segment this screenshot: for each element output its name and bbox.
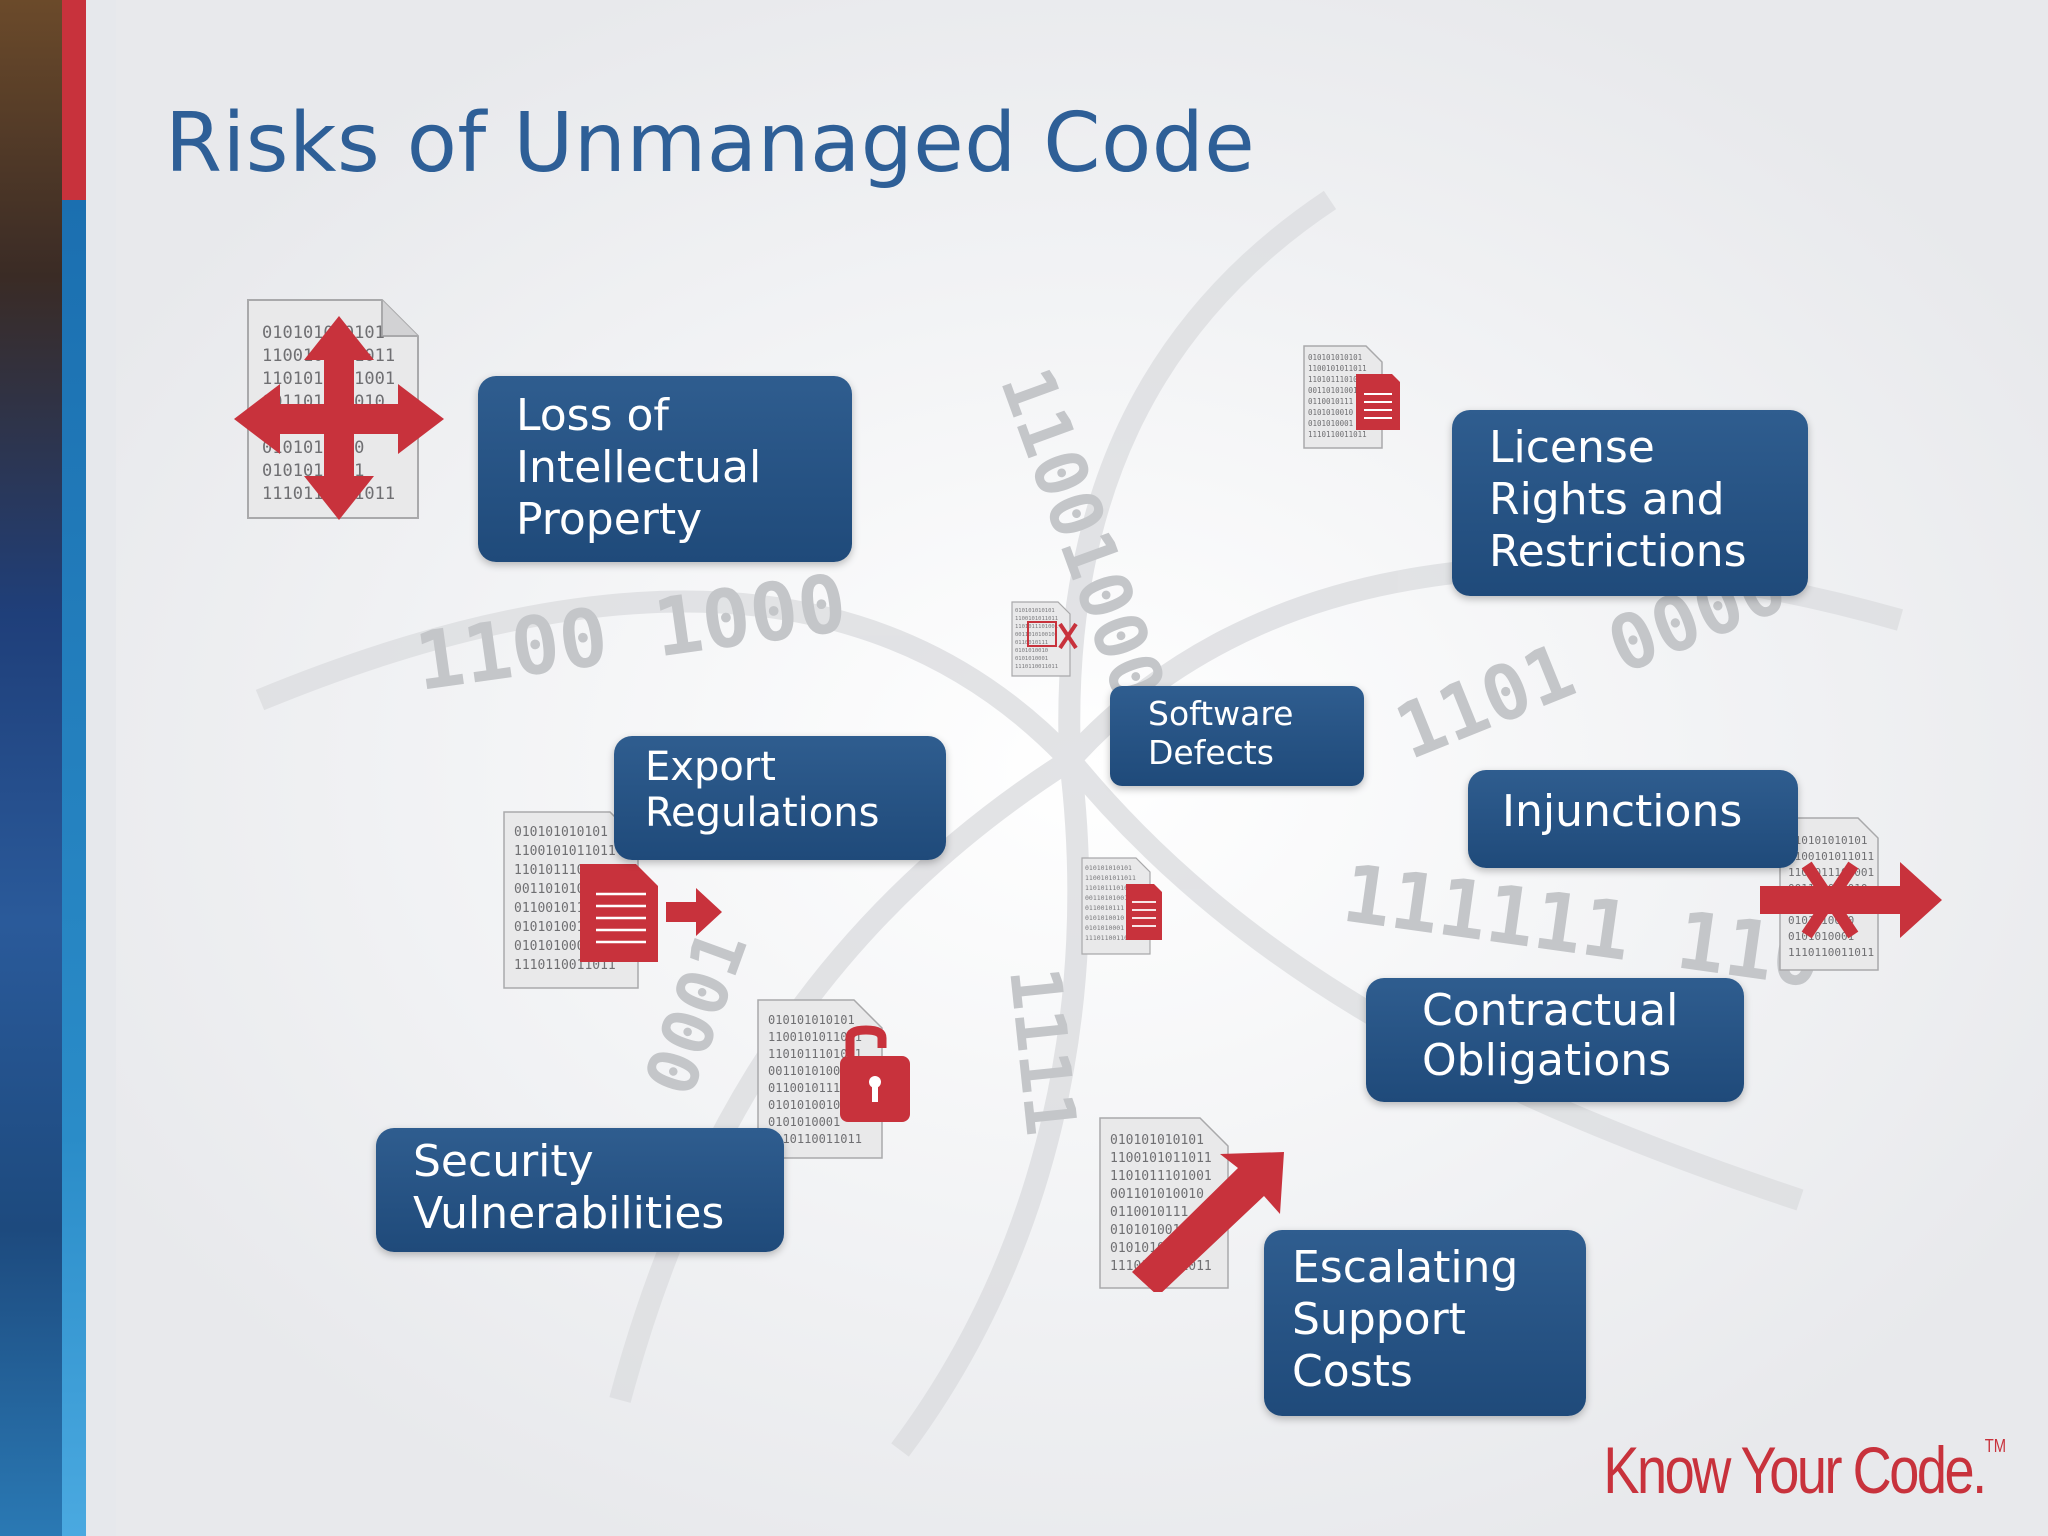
risk-injunctions: Injunctions bbox=[1468, 770, 1798, 868]
binary-line: 0101010010 bbox=[514, 920, 592, 935]
binary-line: 0110010111 bbox=[1308, 397, 1353, 406]
binary-line: 1100101011011 bbox=[514, 844, 616, 859]
binary-line: 001101010010 bbox=[1308, 386, 1363, 395]
document-icon: 010101010101 1100101011011 1101011101001… bbox=[1081, 857, 1162, 955]
binary-line: 1110110011011 bbox=[1085, 934, 1136, 942]
brand-name: Know Your Code. bbox=[1603, 1433, 1987, 1507]
binary-line: 0110010111 bbox=[1015, 640, 1048, 646]
risk-label-line: Defects bbox=[1148, 733, 1274, 772]
document-icon: 010101010101 1100101011011 1101011101001… bbox=[1303, 345, 1400, 449]
binary-line: 0110010111 bbox=[1085, 904, 1124, 912]
binary-line: 010101010101 bbox=[768, 1013, 855, 1027]
risk-label-line: License bbox=[1489, 422, 1655, 473]
binary-line: 1101011101001 bbox=[1015, 624, 1058, 630]
risk-security-vulnerabilities: Security Vulnerabilities bbox=[376, 1128, 784, 1252]
binary-line: 0101010010 bbox=[1308, 408, 1354, 417]
binary-line: 0101010010 bbox=[1085, 914, 1124, 922]
accent-bar-blue bbox=[62, 200, 86, 1536]
risk-label-line: Obligations bbox=[1422, 1035, 1672, 1086]
risk-label-line: Support bbox=[1292, 1294, 1466, 1345]
binary-line: 1110110011011 bbox=[1788, 946, 1874, 959]
binary-line: 001101010010 bbox=[1110, 1187, 1204, 1202]
binary-line: 0110010111 bbox=[768, 1081, 840, 1095]
risk-label-line: Software bbox=[1148, 694, 1294, 733]
padlock-open-icon: 010101010101 1100101011011 1101011101001… bbox=[757, 999, 910, 1159]
trademark-mark: TM bbox=[1984, 1436, 2006, 1456]
binary-line: 1110110011011 bbox=[768, 1132, 862, 1146]
accent-bar-red bbox=[62, 0, 86, 200]
binary-line: 010101010101 bbox=[1308, 353, 1362, 362]
binary-line: 010101010101 bbox=[1788, 834, 1867, 847]
binary-line: 1100101011011 bbox=[1085, 874, 1136, 882]
risk-contractual-obligations: Contractual Obligations bbox=[1366, 978, 1744, 1102]
binary-line: 1100101011011 bbox=[1788, 850, 1874, 863]
binary-line: 1101011101001 bbox=[1110, 1169, 1212, 1184]
binary-line: 010101010101 bbox=[1110, 1133, 1204, 1148]
binary-line: 001101010010 bbox=[1015, 632, 1055, 638]
risk-label-line: Escalating bbox=[1292, 1242, 1519, 1293]
risk-software-defects: Software Defects bbox=[1110, 686, 1364, 786]
risk-label-line: Restrictions bbox=[1489, 526, 1747, 577]
binary-line: 010101010101 bbox=[1015, 608, 1055, 614]
binary-line: 0101010001 bbox=[1015, 656, 1048, 662]
risk-label-line: Security bbox=[413, 1136, 594, 1187]
risk-escalating-costs: Escalating Support Costs bbox=[1264, 1230, 1586, 1416]
risk-label-line: Contractual bbox=[1422, 985, 1679, 1036]
binary-line: 0110010111 bbox=[1110, 1205, 1188, 1220]
binary-line: 0101010001 bbox=[768, 1115, 840, 1129]
risk-label-line: Vulnerabilities bbox=[413, 1188, 725, 1239]
risk-license-rights: License Rights and Restrictions bbox=[1452, 410, 1808, 596]
binary-line: 010101010101 bbox=[514, 825, 608, 840]
binary-line: 1100101011011 bbox=[1110, 1151, 1212, 1166]
binary-line: 0110010111 bbox=[514, 901, 592, 916]
risk-label-line: Export bbox=[645, 744, 776, 790]
binary-line: 1100101011011 bbox=[1308, 364, 1367, 373]
binary-line: 0101010001 bbox=[1085, 924, 1124, 932]
binary-line: 0101010010 bbox=[1015, 648, 1048, 654]
brand-logo: Know Your Code.TM bbox=[1603, 1432, 2006, 1508]
risk-label-line: Regulations bbox=[645, 790, 880, 836]
doc-block-x-icon: 010101010101 1100101011011 1101011101001… bbox=[1760, 817, 1942, 971]
risk-label-line: Intellectual bbox=[516, 442, 762, 493]
binary-line: 001101010010 bbox=[768, 1064, 855, 1078]
binary-line: 1101011101001 bbox=[768, 1047, 862, 1061]
binary-line: 1110110011011 bbox=[1015, 664, 1058, 670]
binary-line: 0101010010 bbox=[1110, 1223, 1188, 1238]
binary-line: 1100101011011 bbox=[1015, 616, 1058, 622]
accent-bar-gray bbox=[86, 0, 116, 1536]
binary-line: 0101010001 bbox=[1308, 419, 1353, 428]
risk-loss-of-ip: Loss of Intellectual Property bbox=[478, 376, 852, 562]
risk-label-line: Rights and bbox=[1489, 474, 1725, 525]
slide-title: Risks of Unmanaged Code bbox=[165, 96, 1256, 191]
binary-line: 1101011101001 bbox=[1308, 375, 1367, 384]
binary-line: 1101011101001 bbox=[1085, 884, 1136, 892]
binary-line: 010101010101 bbox=[1085, 864, 1132, 872]
doc-x-icon: 010101010101 1100101011011 1101011101001… bbox=[1011, 601, 1078, 677]
risk-label-line: Loss of bbox=[516, 390, 669, 441]
binary-line: 1110110011011 bbox=[1308, 430, 1367, 439]
risk-label-line: Injunctions bbox=[1502, 786, 1743, 837]
binary-line: 0101010010 bbox=[768, 1098, 840, 1112]
left-photo-strip bbox=[0, 0, 62, 1536]
trend-arrow-icon: 010101010101 1100101011011 1101011101001… bbox=[1099, 1117, 1284, 1292]
risk-label-line: Property bbox=[516, 494, 703, 545]
risk-export-regulations: Export Regulations bbox=[614, 736, 946, 860]
binary-line: 1100101011011 bbox=[768, 1030, 862, 1044]
binary-line: 0101010001 bbox=[514, 939, 592, 954]
arrows-outward-icon: 010101010101 1100101011011 1101011101001… bbox=[234, 299, 444, 520]
swirl-text: 1111 bbox=[993, 963, 1092, 1139]
doc-arrow-icon: 010101010101 1100101011011 1101011101001… bbox=[503, 811, 722, 989]
binary-line: 1101011101001 bbox=[1788, 866, 1874, 879]
binary-line: 001101010010 bbox=[1085, 894, 1132, 902]
risk-label-line: Costs bbox=[1292, 1346, 1413, 1397]
